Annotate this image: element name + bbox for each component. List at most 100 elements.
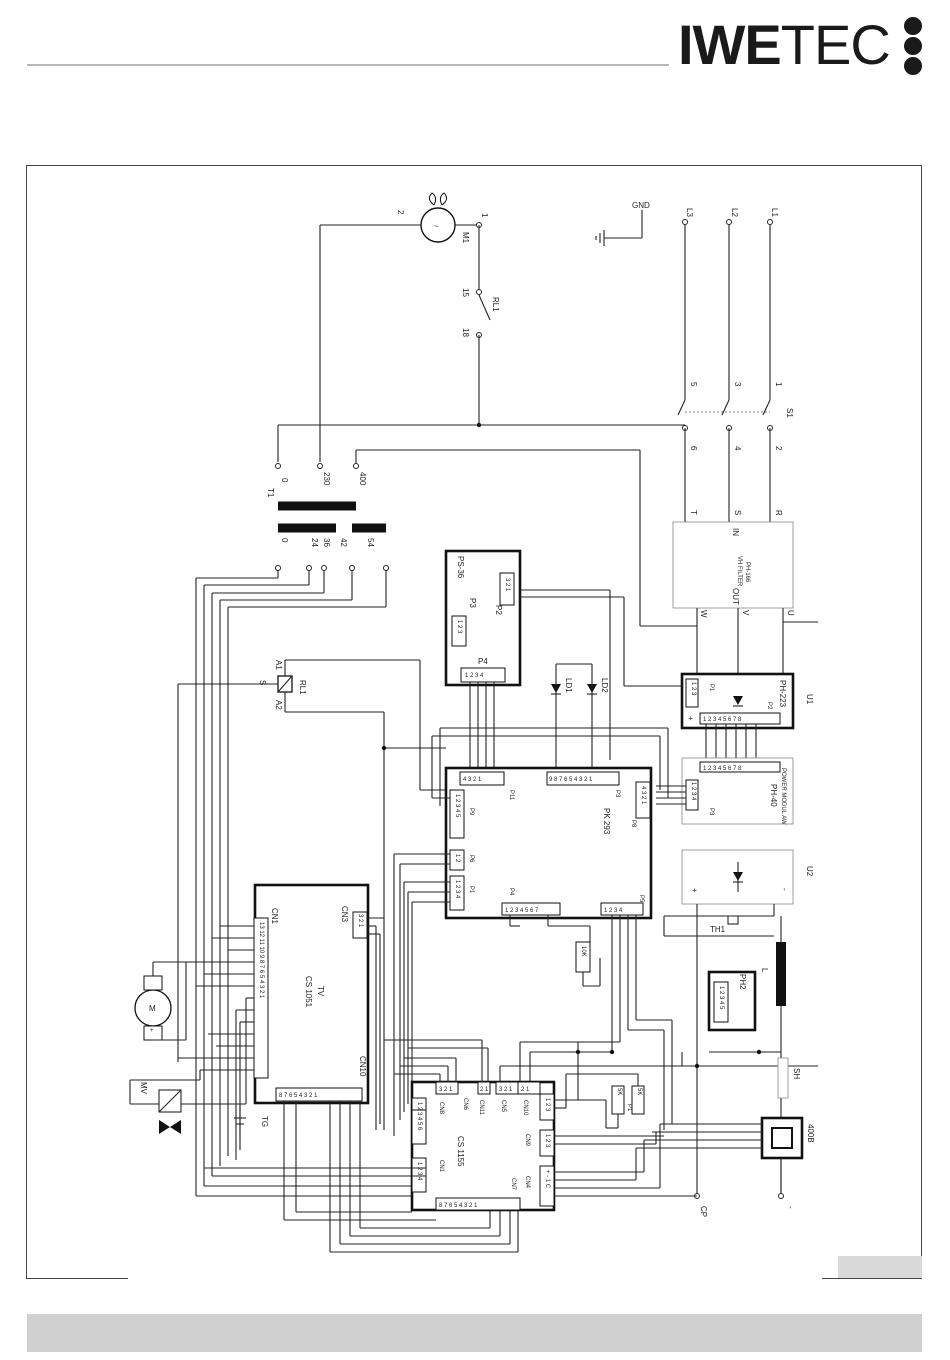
pm-p3: P3 [708,808,714,816]
filter-model: PH-166 [744,562,750,583]
pk-p5: P5 [638,895,644,903]
svg-text:1 2: 1 2 [454,854,460,863]
relay-s: S [258,680,267,685]
motor-pin-2: 2 [396,210,405,215]
ps36-p3: P3 [468,598,477,608]
t1-out-36: 36 [322,538,331,547]
svg-text:1 2 3 4 5: 1 2 3 4 5 [718,986,724,1010]
brand-logo: IWETEC [678,14,928,76]
svg-text:1 2 3 4: 1 2 3 4 [690,782,696,801]
tv-model: CS 1051 [304,976,313,1008]
cs-cn7: CN7 [510,1178,516,1191]
ld2-label: LD2 [600,678,609,693]
ps36-label: PS-36 [456,556,465,579]
s1-pin-2: 2 [774,446,783,451]
ph2-label: PH2 [738,974,747,990]
l-choke-label: L [760,968,769,973]
l3-label: L3 [685,208,694,217]
pk293-label: PK 293 [602,808,611,835]
cs-cn9: CN9 [524,1134,530,1147]
filter-s: S [733,510,742,515]
l1-label: L1 [770,208,779,217]
svg-text:1 2 3: 1 2 3 [544,1134,550,1148]
t1-in-0: 0 [280,478,289,483]
svg-text:-: - [786,1206,795,1209]
th1-label: TH1 [710,925,726,934]
svg-text:1 2 3: 1 2 3 [544,1098,550,1112]
pk-p11: P11 [508,790,514,801]
svg-text:1 2 3 4: 1 2 3 4 [416,1162,422,1181]
filter-u: U [786,610,795,616]
pk-p9: P9 [468,808,474,816]
svg-text:+: + [150,1028,154,1034]
ps36-p2: P2 [494,605,503,615]
motor-label: M1 [461,232,470,244]
cs1155-label: CS 1155 [456,1136,465,1167]
mv-label: MV [139,1082,148,1095]
pk-p8: P8 [630,820,636,828]
motor-pin-1: 1 [480,213,489,218]
footer-bar [27,1314,922,1352]
svg-text:4 3 2 1: 4 3 2 1 [640,786,646,805]
pk-p6: P6 [468,855,474,863]
ps36-p4: P4 [478,657,488,666]
cs-cn11: CN11 [478,1100,484,1116]
svg-text:+ - 1 C: + - 1 C [544,1170,550,1189]
filter-w: W [699,610,708,618]
u2-label: U2 [805,866,814,877]
t1-out-54: 54 [366,538,375,547]
svg-text:1 2 3 4 5 6 7 8: 1 2 3 4 5 6 7 8 [703,717,742,723]
filter-in: IN [731,528,740,536]
ph223-label: PH-223 [778,680,787,708]
s1-label: S1 [785,408,794,418]
svg-text:3 2 1: 3 2 1 [357,914,363,928]
tv-title: TV [316,986,325,997]
cs-cn4: CN4 [524,1176,530,1189]
u1-p2: P2 [766,702,772,710]
header-rule [27,64,669,66]
v400-label: 400B [806,1124,815,1143]
svg-text:1 2 3 4: 1 2 3 4 [604,908,623,914]
fan-motor-symbol: ~ [434,222,439,231]
svg-text:4 3 2 1: 4 3 2 1 [463,777,482,783]
rl1-pin-15: 15 [461,288,470,297]
svg-text:1 2 3: 1 2 3 [456,620,462,634]
svg-text:1 2 3 4 5 6 7 8: 1 2 3 4 5 6 7 8 [703,766,742,772]
pk-p1: P1 [468,886,474,894]
cs-cn8: CN8 [438,1102,444,1115]
svg-text:8 7 6 5 4 3 2 1: 8 7 6 5 4 3 2 1 [439,1203,478,1209]
t1-out-24: 24 [310,538,319,547]
svg-text:1 2 3 4 5 6: 1 2 3 4 5 6 [416,1102,422,1131]
pk-p3: P3 [614,790,620,798]
relay-a1: A1 [274,660,283,670]
cs-cn10: CN10 [522,1100,528,1116]
cs-cn5: CN5 [500,1100,506,1113]
tv-cn3: CN3 [340,906,349,923]
t1-in-400: 400 [358,472,367,486]
pk-p4: P4 [508,888,514,896]
s1-pin-1: 1 [774,382,783,387]
cs-p1-label: P1 [626,1104,632,1112]
filter-out: OUT [731,588,740,605]
l2-label: L2 [730,208,739,217]
svg-text:1 2 3 4 5 6 7: 1 2 3 4 5 6 7 [505,908,539,914]
sh-label: SH [792,1068,801,1079]
svg-text:1 2 3: 1 2 3 [690,682,696,696]
svg-text:1 2 3 4: 1 2 3 4 [454,880,460,899]
pm-title: POWER MODUL AW [780,768,786,825]
page-number-tab [838,1256,922,1278]
pot-10k-label: 10K [580,946,586,957]
tg-label: TG [260,1116,269,1127]
filter-r: R [774,510,783,516]
svg-text:2 1: 2 1 [521,1087,530,1093]
filter-v: V [741,610,750,616]
cp-label: CP [699,1206,708,1217]
pm-model: PH-40 [769,784,778,807]
s1-pin-4: 4 [733,446,742,451]
relay-a2: A2 [274,700,283,710]
cs-cn1: CN1 [438,1160,444,1173]
tv-cn1: CN1 [270,908,279,925]
tv-cn10: CN10 [358,1056,367,1077]
s1-pin-6: 6 [689,446,698,451]
svg-text:2 1: 2 1 [480,1087,489,1093]
